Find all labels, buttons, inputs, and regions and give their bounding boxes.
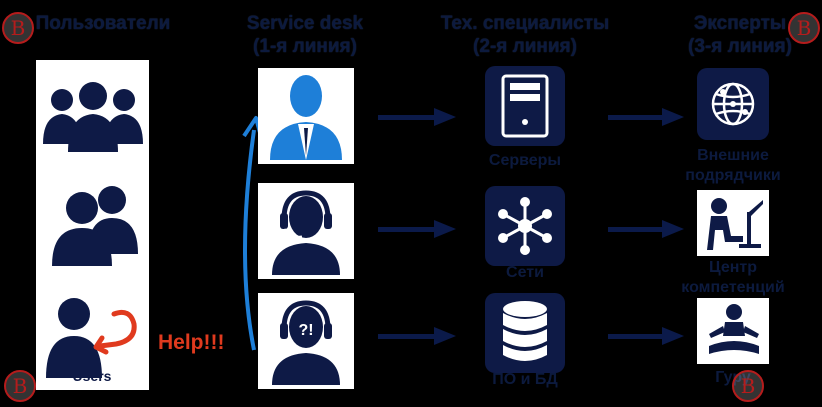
tech-tile-software <box>485 293 565 373</box>
experts-subtitle: (3-я линия) <box>688 36 792 57</box>
tech-tile-servers <box>485 66 565 146</box>
tech-header: Тех. специалисты (2-я линия) <box>415 12 635 58</box>
expert-tile-competence <box>697 190 769 256</box>
globe-icon <box>711 82 755 126</box>
expert-label-competence-2: компетенций <box>681 279 785 296</box>
tech-title: Тех. специалисты <box>440 13 610 34</box>
expert-label-contractors-1: Внешние <box>697 147 769 164</box>
watermark-top-right: B <box>788 12 820 44</box>
guru-icon <box>709 304 759 354</box>
watermark-top-left: B <box>2 12 34 44</box>
arrow-row1-icon <box>378 108 456 126</box>
expert-label-contractors-2: подрядчики <box>685 167 781 184</box>
tech-tile-networks <box>485 186 565 266</box>
experts-title: Эксперты <box>693 13 787 34</box>
expert-tile-guru <box>697 298 769 364</box>
watermark-bottom-left: B <box>4 370 36 402</box>
database-icon <box>503 301 547 361</box>
confused-operator-icon: ?! <box>272 300 340 385</box>
service-desk-card-operator <box>258 183 354 279</box>
arrow-row1-expert-icon <box>608 108 684 126</box>
users-header-title: Пользователи <box>35 13 171 34</box>
expert-label-competence: Центр компетенций <box>650 258 816 298</box>
expert-tile-contractors <box>697 68 769 140</box>
network-icon <box>498 197 552 255</box>
user-help-icon <box>46 298 137 378</box>
service-desk-header: Service desk (1-я линия) <box>220 12 390 58</box>
headset-operator-icon <box>272 190 340 275</box>
arrow-row3-icon <box>378 327 456 345</box>
svg-text:?!: ?! <box>298 322 313 339</box>
arrow-row3-expert-icon <box>608 327 684 345</box>
user-pair-icon <box>52 186 138 266</box>
watermark-bottom-right: B <box>732 370 764 402</box>
arrow-row2-icon <box>378 220 456 238</box>
tech-label-servers: Серверы <box>488 152 562 169</box>
experts-header: Эксперты (3-я линия) <box>655 12 822 58</box>
expert-label-contractors: Внешние подрядчики <box>658 146 808 186</box>
service-desk-card-help: ?! <box>258 293 354 389</box>
service-desk-subtitle: (1-я линия) <box>253 36 357 57</box>
server-icon <box>501 74 549 138</box>
service-desk-title: Service desk <box>246 13 364 34</box>
tech-label-networks: Сети <box>506 264 544 281</box>
users-header: Пользователи <box>18 12 188 35</box>
worker-icon <box>707 198 763 250</box>
service-desk-card-manager <box>258 68 354 164</box>
manager-icon <box>270 75 342 160</box>
user-group-icon <box>43 82 143 152</box>
arrow-row2-expert-icon <box>608 220 684 238</box>
tech-subtitle: (2-я линия) <box>473 36 577 57</box>
user-caption: Users <box>72 368 112 384</box>
expert-label-competence-1: Центр <box>708 259 758 276</box>
users-panel: Users <box>36 60 149 390</box>
help-label: Help!!! <box>158 331 225 354</box>
tech-label-software: ПО и БД <box>492 371 558 388</box>
